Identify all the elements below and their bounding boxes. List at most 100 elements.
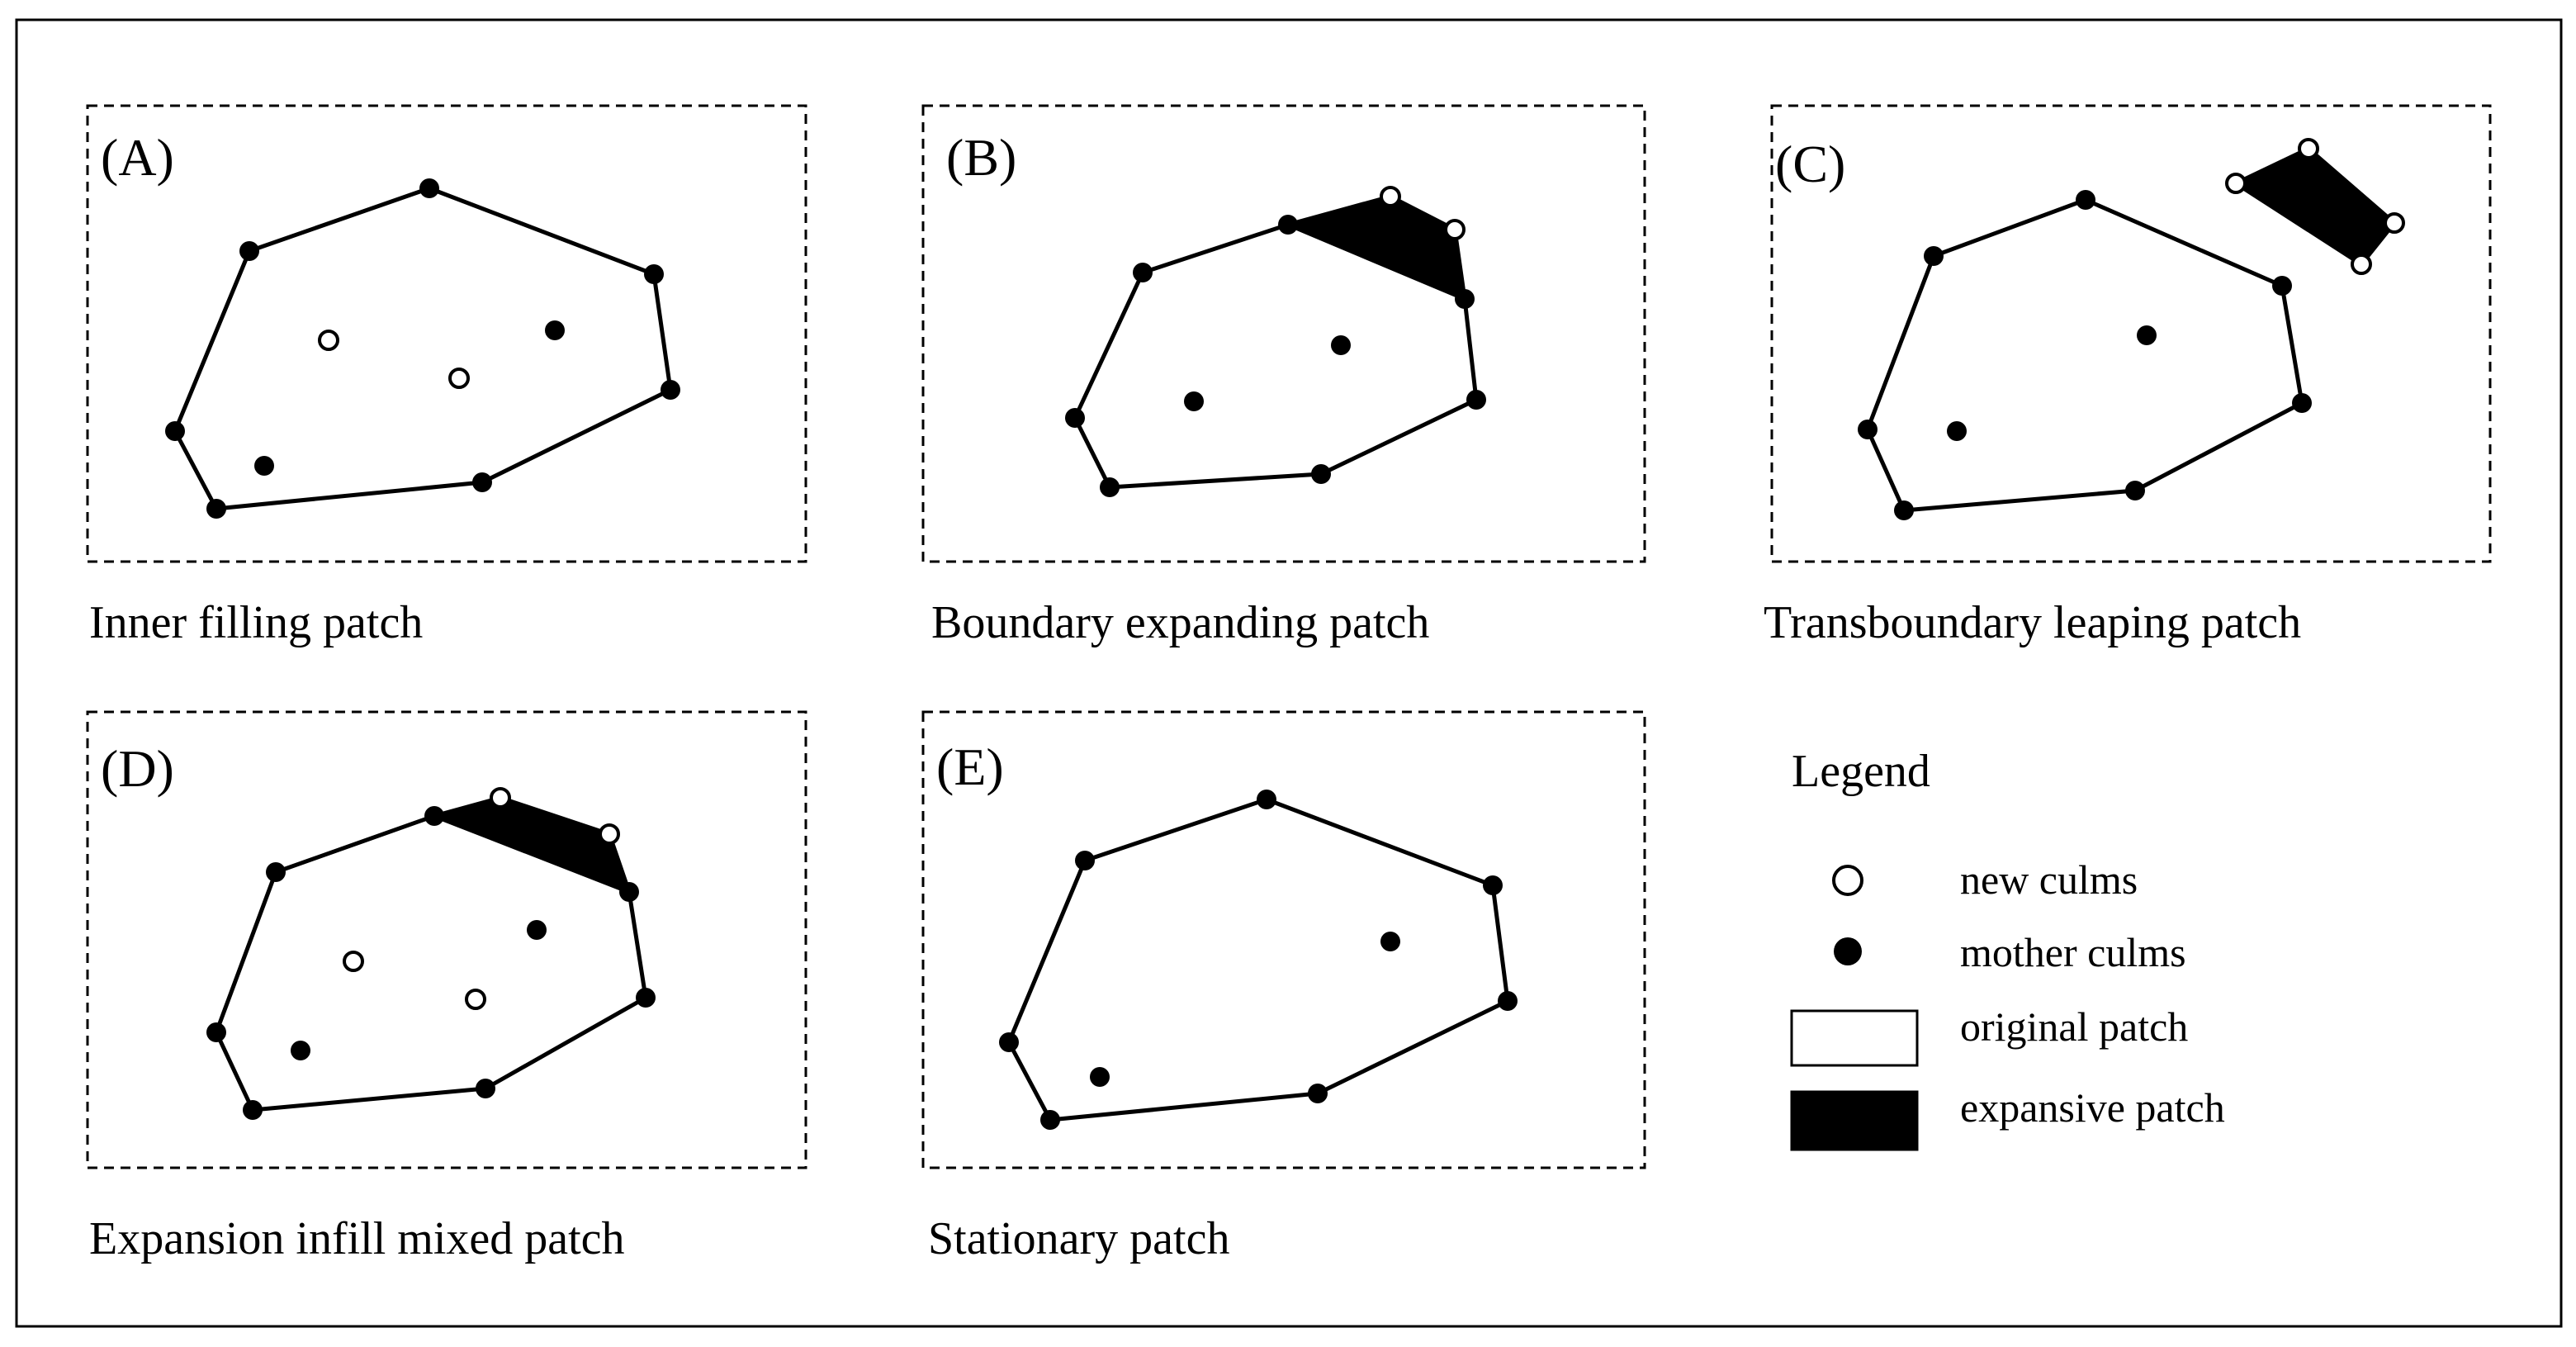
panel-a: (A) Inner filling patch (86, 104, 807, 648)
panel-c-frame (1770, 104, 2492, 563)
mother-culm (1311, 464, 1331, 484)
mother-culms (1858, 190, 2312, 520)
mother-culm (999, 1032, 1019, 1052)
mother-culm (254, 456, 274, 476)
mother-culm (266, 862, 286, 882)
new-culm (599, 823, 620, 845)
mother-culm (2076, 190, 2095, 210)
mother-culm (1040, 1110, 1060, 1130)
mother-culm (644, 264, 664, 284)
mother-culm (472, 472, 492, 492)
mother-culm (619, 882, 639, 902)
mother-culm (527, 920, 547, 940)
new-culm (1380, 186, 1401, 207)
mother-culm (1947, 421, 1967, 441)
mother-culm (1483, 875, 1503, 895)
panel-a-frame (86, 104, 807, 563)
mother-culm (1924, 246, 1944, 266)
mother-culm (2272, 276, 2292, 296)
mother-culm (1331, 335, 1351, 355)
new-culm (490, 787, 511, 809)
panel-c: (C) Transboundary leaping patch (1764, 104, 2492, 648)
legend-expansive-patch-symbol (1790, 1090, 1919, 1151)
legend-mother-culm-symbol (1834, 937, 1862, 965)
mother-culm (1278, 215, 1298, 235)
mother-culm (1065, 408, 1085, 428)
new-culms (2225, 138, 2405, 275)
mother-culm (424, 806, 444, 826)
panel-b: (B) Boundary expanding patch (921, 104, 1646, 648)
mother-culms (999, 790, 1518, 1130)
legend-title: Legend (1792, 746, 1930, 797)
original-patch-polygon (1865, 197, 2304, 513)
panel-e-letter: (E) (936, 738, 1004, 796)
mother-culm (2137, 325, 2157, 345)
mother-culm (1858, 420, 1878, 439)
legend-label-expansive-patch: expansive patch (1960, 1084, 2225, 1131)
mother-culm (1894, 500, 1914, 520)
mother-culm (1100, 477, 1120, 497)
panel-b-caption: Boundary expanding patch (931, 597, 1429, 648)
mother-culm (1466, 390, 1486, 410)
original-patch-polygon (214, 813, 648, 1112)
panel-b-letter: (B) (946, 128, 1016, 187)
mother-culm (2292, 393, 2312, 413)
mother-culm (419, 178, 439, 198)
mother-culm (243, 1100, 263, 1120)
figure-border (15, 18, 2563, 1328)
mother-culm (1498, 991, 1518, 1011)
panel-c-letter: (C) (1775, 135, 1845, 193)
mother-culms (165, 178, 680, 519)
panel-e: (E) Stationary patch (921, 710, 1646, 1264)
mother-culms (1065, 215, 1486, 497)
new-culm (1444, 219, 1466, 240)
new-culms (343, 787, 620, 1010)
mother-culm (1075, 851, 1095, 870)
new-culms (318, 330, 470, 389)
mother-culm (1090, 1067, 1110, 1087)
mother-culm (1184, 391, 1204, 411)
new-culm (318, 330, 339, 351)
new-culm (343, 951, 364, 972)
mother-culm (476, 1079, 495, 1098)
original-patch-polygon (1073, 222, 1479, 490)
original-patch-polygon (1006, 797, 1510, 1122)
legend: Legend new culms mother culms original p… (1790, 746, 2225, 1151)
new-culms (1380, 186, 1466, 240)
mother-culm (661, 380, 680, 400)
mother-culm (291, 1041, 310, 1060)
panel-d-letter: (D) (101, 739, 174, 798)
new-culm (2298, 138, 2319, 159)
mother-culm (1380, 932, 1400, 951)
panel-d-caption: Expansion infill mixed patch (89, 1213, 625, 1264)
panel-b-frame (921, 104, 1646, 563)
mother-culm (1308, 1084, 1328, 1103)
panel-e-frame (921, 710, 1646, 1169)
panel-a-caption: Inner filling patch (89, 597, 423, 648)
new-culm (2384, 212, 2405, 234)
panel-d-frame (86, 710, 807, 1169)
original-patch-polygon (173, 186, 673, 511)
mother-culm (2125, 481, 2145, 500)
legend-new-culm-symbol (1832, 865, 1863, 896)
legend-original-patch-symbol (1790, 1009, 1919, 1067)
mother-culm (636, 988, 656, 1008)
mother-culm (1133, 263, 1153, 282)
mother-culms (206, 806, 656, 1120)
new-culm (448, 368, 470, 389)
legend-label-original-patch: original patch (1960, 1003, 2188, 1050)
mother-culm (239, 241, 259, 261)
mother-culm (1455, 289, 1475, 309)
panel-a-letter: (A) (101, 128, 174, 187)
mother-culm (206, 1022, 226, 1042)
legend-label-mother-culms: mother culms (1960, 929, 2186, 975)
new-culm (2351, 254, 2372, 275)
panel-c-caption: Transboundary leaping patch (1764, 597, 2301, 648)
mother-culm (1257, 790, 1276, 809)
mother-culm (165, 421, 185, 441)
legend-label-new-culms: new culms (1960, 856, 2138, 903)
mother-culm (206, 499, 226, 519)
panel-d: (D) Expansion infill mixed patch (86, 710, 807, 1264)
panel-e-caption: Stationary patch (928, 1213, 1229, 1264)
